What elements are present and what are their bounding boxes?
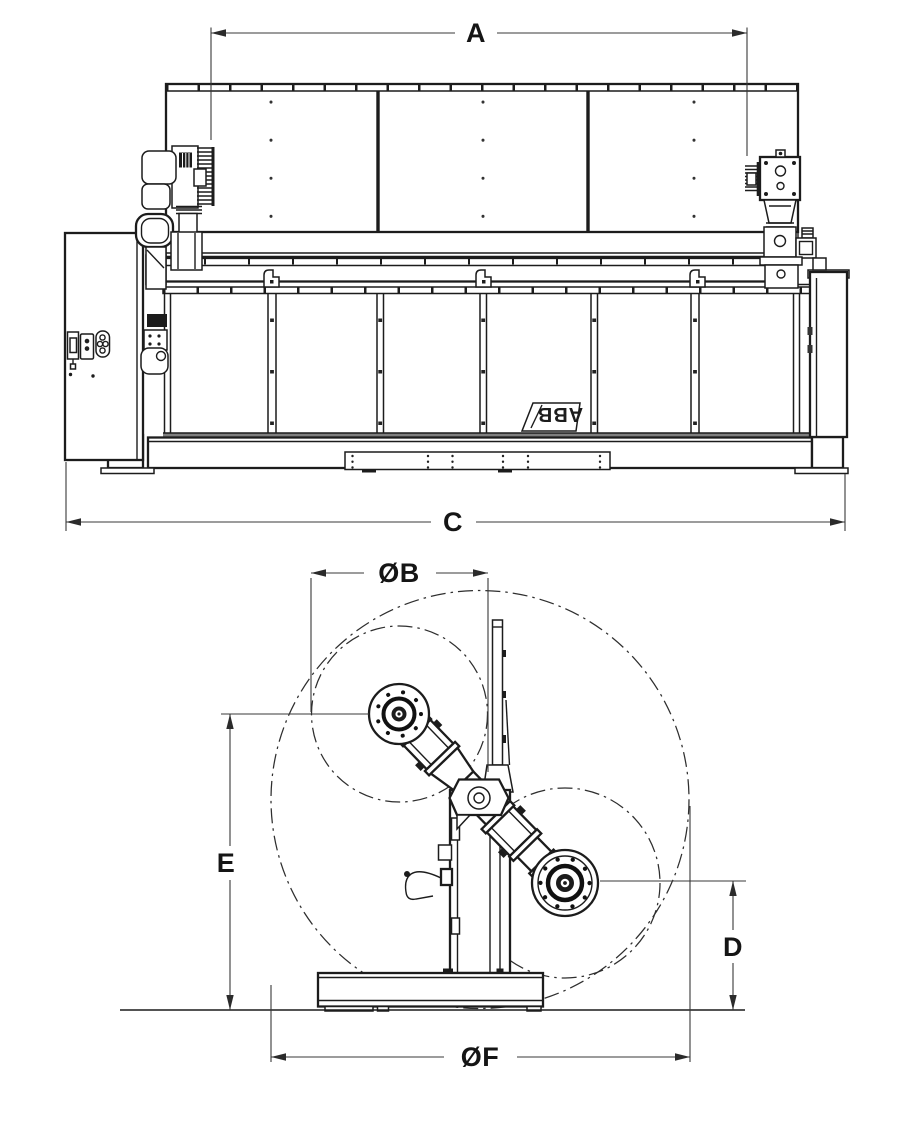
dim-label-b: ØB <box>378 558 420 588</box>
lower-station-circle <box>469 787 661 979</box>
side-elevation-view: ØB E D ØF <box>120 558 746 1072</box>
safety-fence <box>162 269 811 439</box>
upper-faceplate <box>367 682 431 746</box>
fence-brackets <box>263 269 706 288</box>
abb-logo: ABB <box>520 402 583 432</box>
abb-logo-text: ABB <box>537 403 583 425</box>
crank-handle <box>404 867 454 901</box>
dim-label-d: D <box>723 932 743 962</box>
dimension-d: D <box>600 880 746 1010</box>
base-frame <box>100 433 849 475</box>
tailstock-unit <box>745 149 817 289</box>
fence-posts <box>163 293 801 433</box>
upper-panel-wall <box>164 82 800 234</box>
dimension-f: ØF <box>270 806 691 1072</box>
pedestal-base <box>316 971 545 1012</box>
dim-label-c: C <box>443 507 463 537</box>
dimension-e: E <box>217 713 369 1010</box>
center-hub <box>448 778 510 831</box>
dimension-b: ØB <box>310 558 489 772</box>
dim-label-e: E <box>217 848 236 878</box>
fence-hinges <box>270 318 697 426</box>
service-cabinet-right <box>807 257 850 439</box>
bolt-plate-holes <box>351 454 602 470</box>
lower-faceplate <box>530 848 600 918</box>
headstock-drive <box>134 145 215 375</box>
dimension-c: C <box>65 462 846 537</box>
control-cabinet-left <box>63 231 145 462</box>
dimension-a: A <box>210 18 748 156</box>
dim-label-a: A <box>466 18 486 48</box>
front-elevation-view: ABB <box>63 18 850 537</box>
work-envelope-circle <box>270 589 690 1010</box>
fence-bottom-rail <box>163 433 810 438</box>
dim-label-f: ØF <box>461 1042 500 1072</box>
